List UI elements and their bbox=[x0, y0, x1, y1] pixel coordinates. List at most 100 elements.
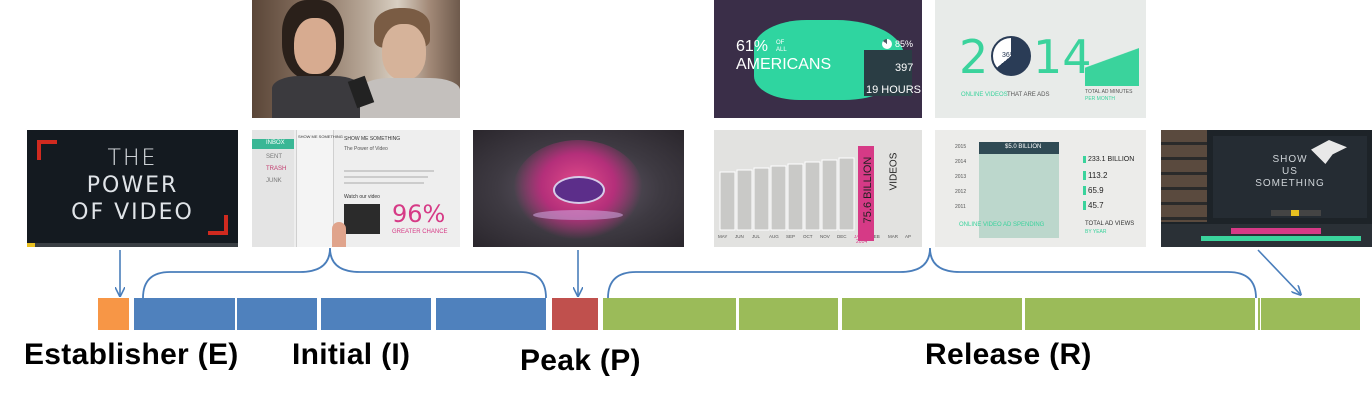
year-digit-right: 14 bbox=[1033, 30, 1092, 84]
segment-r bbox=[603, 298, 736, 330]
initial-brace bbox=[142, 247, 547, 299]
top-value: $5.0 BILLION bbox=[1005, 144, 1042, 150]
email-header: SHOW ME SOMETHING bbox=[344, 136, 401, 142]
label-peak: Peak (P) bbox=[520, 344, 641, 377]
bar bbox=[736, 169, 753, 231]
hours-value: 19 HOURS bbox=[866, 84, 922, 96]
year-row: 2015 bbox=[955, 144, 967, 150]
frame-ad-spending: $5.0 BILLION 2015 2014 2013 2012 2011 233.1 … bbox=[935, 130, 1146, 247]
corner-mark bbox=[208, 215, 228, 235]
month-tick: AP bbox=[905, 234, 911, 239]
views-row: 233.1 BILLION bbox=[1083, 156, 1134, 163]
message-list bbox=[296, 130, 334, 247]
bar bbox=[770, 165, 787, 231]
purple-core bbox=[553, 176, 605, 204]
bar bbox=[719, 171, 736, 231]
caption-c: TOTAL AD MINUTES bbox=[1085, 89, 1133, 95]
bar bbox=[753, 167, 770, 231]
label-release: Release (R) bbox=[925, 338, 1092, 371]
person-shirt bbox=[272, 76, 362, 118]
month-tick: DEC bbox=[837, 234, 847, 239]
frame-power-of-video: THE POWER OF VIDEO bbox=[27, 130, 238, 247]
email-header: SHOW ME SOMETHING bbox=[298, 134, 343, 139]
pointing-finger bbox=[332, 222, 346, 247]
title-line-3: OF VIDEO bbox=[71, 200, 194, 225]
label-establisher: Establisher (E) bbox=[24, 338, 239, 371]
watch-video-label: Watch our video bbox=[344, 194, 380, 200]
area-chart bbox=[1085, 36, 1139, 86]
month-tick: MAR bbox=[888, 234, 899, 239]
inbox-highlight bbox=[252, 139, 294, 149]
segment-i bbox=[436, 298, 546, 330]
person-shirt bbox=[360, 78, 460, 118]
title-line-2: POWER bbox=[86, 173, 179, 198]
segment-r bbox=[1258, 298, 1260, 330]
year-digit-left: 2 bbox=[959, 30, 989, 84]
month-tick: JUL bbox=[752, 234, 760, 239]
scrub-bar bbox=[27, 243, 238, 247]
video-thumbnail bbox=[344, 204, 380, 234]
scrub-progress bbox=[27, 243, 35, 247]
release-brace bbox=[607, 247, 1257, 299]
year-row: 2014 bbox=[955, 159, 967, 165]
person-face bbox=[294, 18, 336, 74]
segment-i bbox=[134, 298, 235, 330]
ad-spending-caption: ONLINE VIDEO AD SPENDING bbox=[959, 222, 1045, 228]
americans-word: AMERICANS bbox=[736, 56, 832, 73]
stat-caption: GREATER CHANCE bbox=[392, 229, 448, 235]
side-pct: 85% bbox=[895, 39, 914, 49]
caption-d: PER MONTH bbox=[1085, 96, 1115, 102]
pie-label: 36% bbox=[1002, 52, 1017, 59]
menu-trash: TRASH bbox=[266, 166, 287, 172]
stat-value: 96% bbox=[392, 200, 446, 228]
month-tick: AUG bbox=[769, 234, 779, 239]
lower-wing bbox=[533, 210, 623, 220]
year-row: 2011 bbox=[955, 204, 966, 210]
highlight-bar bbox=[858, 146, 874, 241]
segment-i bbox=[321, 298, 431, 330]
data-panel bbox=[864, 50, 912, 96]
segment-r bbox=[1025, 298, 1255, 330]
table-header bbox=[979, 142, 1059, 154]
title-line-3: SOMETHING bbox=[1255, 178, 1325, 189]
email-sidebar bbox=[252, 130, 294, 247]
views-caption-sub: BY YEAR bbox=[1085, 229, 1107, 235]
segment-e bbox=[98, 298, 129, 330]
corner-mark bbox=[37, 140, 57, 160]
bar bbox=[838, 157, 855, 231]
segment-i bbox=[237, 298, 317, 330]
pct-value: 61% bbox=[736, 38, 769, 55]
pie-zero bbox=[991, 36, 1031, 76]
bar bbox=[804, 161, 821, 231]
frame-video-editor: SHOW US SOMETHING bbox=[1161, 130, 1372, 247]
month-tick: JUN bbox=[735, 234, 744, 239]
table-panel bbox=[979, 142, 1059, 238]
month-tick: NOV bbox=[820, 234, 830, 239]
title-line-1: THE bbox=[107, 146, 158, 171]
of-all-label: OF ALL bbox=[776, 40, 787, 53]
thumbnail-strip bbox=[1161, 130, 1207, 222]
frame-people-photo bbox=[252, 0, 460, 118]
year-row: 2012 bbox=[955, 189, 967, 195]
caption-a: ONLINE VIDEOS bbox=[961, 92, 1008, 98]
label-initial: Initial (I) bbox=[292, 338, 411, 371]
email-subject: The Power of Video bbox=[344, 146, 388, 152]
caption-b: THAT ARE ADS bbox=[1007, 92, 1050, 98]
text-line bbox=[344, 182, 424, 184]
month-tick: FEB bbox=[871, 234, 880, 239]
month-tick: SEP bbox=[786, 234, 795, 239]
year-row: 2013 bbox=[955, 174, 967, 180]
title-line-1: SHOW bbox=[1272, 154, 1308, 165]
pie-icon bbox=[882, 39, 892, 49]
views-row: 45.7 bbox=[1083, 201, 1104, 210]
menu-junk: JUNK bbox=[266, 178, 282, 184]
frame-2014: 2 36% 14 ONLINE VIDEOS THAT ARE ADS TOTA… bbox=[935, 0, 1146, 118]
month-tick: OCT bbox=[803, 234, 813, 239]
views-row: 65.9 bbox=[1083, 186, 1104, 195]
segment-r bbox=[1261, 298, 1360, 330]
views-row: 113.2 bbox=[1083, 171, 1107, 180]
views-caption: TOTAL AD VIEWS bbox=[1085, 221, 1135, 227]
play-icon bbox=[1291, 210, 1299, 216]
title-line-2: US bbox=[1282, 166, 1298, 177]
